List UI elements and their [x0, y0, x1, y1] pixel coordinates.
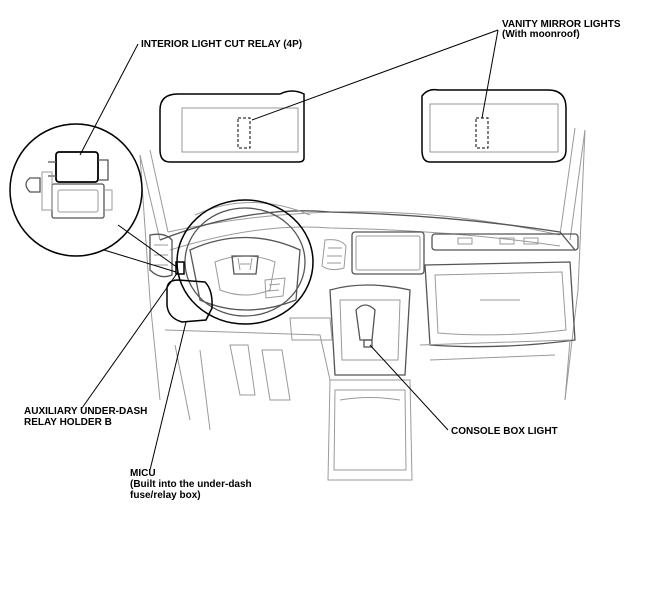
driver-sun-visor — [159, 90, 305, 163]
console-box-light-label: CONSOLE BOX LIGHT — [451, 426, 558, 437]
auxiliary-relay-holder-label-line2: RELAY HOLDER B — [24, 417, 112, 428]
passenger-vanity-light-outline — [475, 117, 489, 149]
micu-label-line3: fuse/relay box) — [130, 490, 201, 501]
interior-light-cut-relay — [55, 151, 99, 183]
auxiliary-relay-holder-label-line1: AUXILIARY UNDER-DASH — [24, 406, 147, 417]
passenger-sun-visor — [421, 88, 567, 163]
micu-box — [166, 279, 213, 323]
auxiliary-relay-holder-marker — [175, 261, 185, 275]
micu-label-line2: (Built into the under-dash — [130, 479, 252, 490]
vanity-mirror-lights-note: (With moonroof) — [502, 29, 580, 40]
leader-lines — [79, 29, 499, 471]
driver-vanity-light-outline — [237, 117, 251, 149]
console-box-light-marker — [363, 339, 373, 348]
micu-label-line1: MICU — [130, 468, 156, 479]
relay-detail-inset — [9, 123, 179, 273]
vanity-mirror-lights-label: VANITY MIRROR LIGHTS — [502, 19, 621, 30]
vehicle-interior-drawing — [139, 127, 586, 481]
interior-light-cut-relay-label: INTERIOR LIGHT CUT RELAY (4P) — [141, 39, 302, 50]
